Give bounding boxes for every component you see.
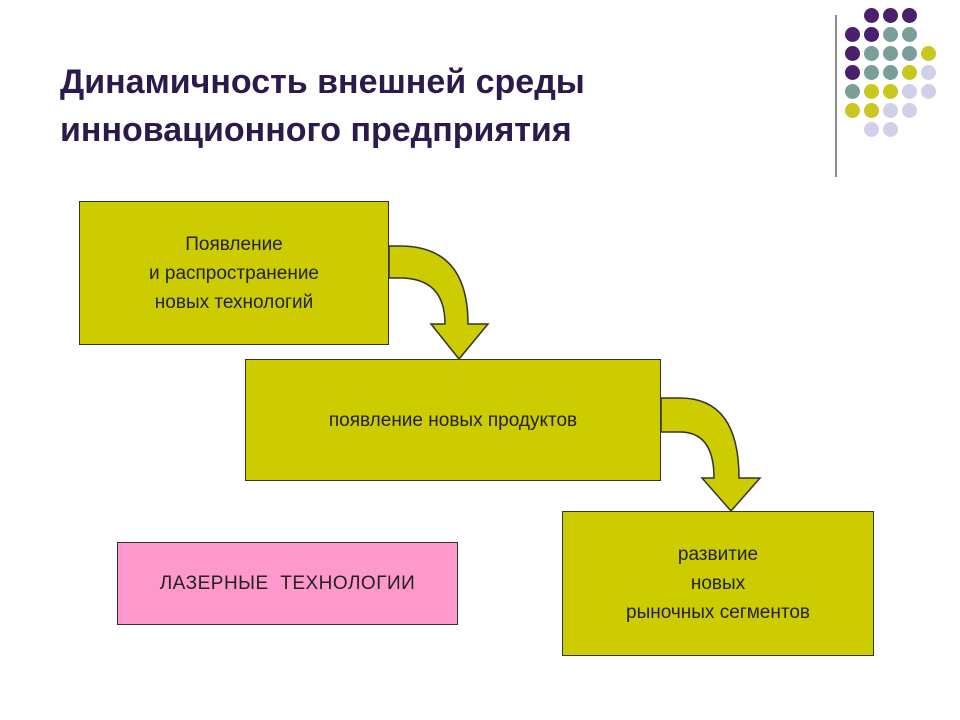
- arrow-box1-to-box2: [388, 245, 490, 361]
- title-line-2: инновационного предприятия: [60, 111, 572, 149]
- decorative-dot: [864, 8, 879, 23]
- decorative-dot: [902, 65, 917, 80]
- node-label-line: новых: [690, 573, 746, 594]
- decorative-dot: [845, 46, 860, 61]
- decorative-dot: [864, 65, 879, 80]
- decorative-dot: [845, 27, 860, 42]
- node-label-line: рыночных сегментов: [626, 602, 810, 623]
- decorative-dot: [902, 8, 917, 23]
- decorative-dot: [902, 46, 917, 61]
- decorative-dot: [883, 84, 898, 99]
- decorative-dot-grid: [845, 8, 955, 158]
- node-label-line: ЛАЗЕРНЫЕ ТЕХНОЛОГИИ: [159, 573, 416, 594]
- node-label-line: Появление: [185, 233, 283, 255]
- decorative-dot: [864, 122, 879, 137]
- decorative-dot: [921, 46, 936, 61]
- decorative-dot: [883, 27, 898, 42]
- decorative-dot: [883, 65, 898, 80]
- node-label-line: новых технологий: [154, 291, 314, 313]
- node-market-segments: развитие новых рыночных сегментов: [562, 511, 874, 656]
- decorative-vertical-line: [835, 15, 837, 177]
- decorative-dot: [845, 103, 860, 118]
- slide-title: Динамичность внешней среды инновационног…: [60, 58, 780, 154]
- decorative-dot: [883, 8, 898, 23]
- decorative-dot: [921, 65, 936, 80]
- decorative-dot: [883, 103, 898, 118]
- decorative-dot: [845, 65, 860, 80]
- decorative-dot: [883, 46, 898, 61]
- node-new-products: появление новых продуктов: [245, 359, 661, 481]
- decorative-dot: [902, 27, 917, 42]
- decorative-dot: [921, 84, 936, 99]
- node-label-line: появление новых продуктов: [328, 409, 578, 431]
- decorative-dot: [864, 103, 879, 118]
- decorative-dot: [902, 84, 917, 99]
- decorative-dot: [864, 84, 879, 99]
- node-new-technologies: Появление и распространение новых технол…: [79, 201, 389, 345]
- node-laser-technologies: ЛАЗЕРНЫЕ ТЕХНОЛОГИИ: [117, 542, 458, 625]
- decorative-dot: [883, 122, 898, 137]
- decorative-dot: [864, 46, 879, 61]
- node-label-line: и распространение: [148, 262, 320, 284]
- title-line-1: Динамичность внешней среды: [60, 63, 585, 101]
- decorative-dot: [902, 103, 917, 118]
- decorative-dot: [864, 27, 879, 42]
- decorative-dot: [845, 84, 860, 99]
- node-label-line: развитие: [677, 544, 759, 565]
- arrow-box2-to-box3: [660, 397, 762, 513]
